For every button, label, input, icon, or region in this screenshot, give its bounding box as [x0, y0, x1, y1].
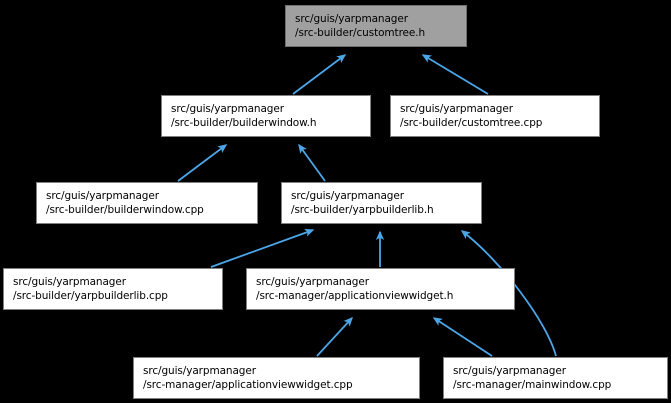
node-label-line1: src/guis/yarpmanager — [291, 189, 404, 202]
node-applicationviewwidget-h[interactable]: src/guis/yarpmanager /src-manager/applic… — [246, 268, 515, 310]
node-label-line1: src/guis/yarpmanager — [256, 275, 369, 288]
edge-customtree_cpp-to-customtree_h — [421, 54, 489, 95]
node-label-line2: /src-builder/builderwindow.cpp — [46, 204, 204, 216]
node-customtree-h[interactable]: src/guis/yarpmanager /src-builder/custom… — [285, 5, 467, 47]
node-customtree-cpp[interactable]: src/guis/yarpmanager /src-builder/custom… — [390, 95, 600, 137]
node-label-line2: /src-manager/applicationviewwidget.cpp — [143, 379, 353, 391]
node-label-line2: /src-manager/mainwindow.cpp — [453, 379, 612, 391]
edge-applicationviewwidget_cpp-to-applicationviewwidget_h — [316, 316, 353, 357]
node-label-line2: /src-builder/customtree.h — [295, 27, 426, 39]
edge-mainwindow_cpp-to-applicationviewwidget_h — [432, 317, 493, 357]
node-label-line2: /src-builder/yarpbuilderlib.h — [291, 204, 434, 216]
edge-builderwindow_cpp-to-builderwindow_h — [177, 144, 228, 182]
node-label-line1: src/guis/yarpmanager — [453, 364, 566, 377]
node-label-line1: src/guis/yarpmanager — [13, 275, 126, 288]
node-label-line2: /src-manager/applicationviewwidget.h — [256, 290, 454, 302]
node-yarpbuilderlib-h[interactable]: src/guis/yarpmanager /src-builder/yarpbu… — [281, 182, 482, 224]
node-label-line1: src/guis/yarpmanager — [143, 364, 256, 377]
node-builderwindow-h[interactable]: src/guis/yarpmanager /src-builder/builde… — [161, 95, 371, 137]
edge-yarpbuilderlib_cpp-to-yarpbuilderlib_h — [210, 228, 315, 268]
node-label-line1: src/guis/yarpmanager — [171, 102, 284, 115]
node-yarpbuilderlib-cpp[interactable]: src/guis/yarpmanager /src-builder/yarpbu… — [3, 268, 223, 310]
node-label-line1: src/guis/yarpmanager — [400, 102, 513, 115]
edge-builderwindow_h-to-customtree_h — [292, 54, 347, 95]
node-label-line2: /src-builder/builderwindow.h — [171, 117, 317, 129]
node-applicationviewwidget-cpp[interactable]: src/guis/yarpmanager /src-manager/applic… — [133, 357, 420, 399]
node-label-line2: /src-builder/customtree.cpp — [400, 117, 543, 129]
node-label-line1: src/guis/yarpmanager — [295, 12, 408, 25]
node-label-line1: src/guis/yarpmanager — [46, 189, 159, 202]
node-label-line2: /src-builder/yarpbuilderlib.cpp — [13, 290, 168, 302]
edge-yarpbuilderlib_h-to-builderwindow_h — [298, 143, 326, 182]
node-builderwindow-cpp[interactable]: src/guis/yarpmanager /src-builder/builde… — [36, 182, 258, 224]
node-mainwindow-cpp[interactable]: src/guis/yarpmanager /src-manager/mainwi… — [443, 357, 668, 399]
